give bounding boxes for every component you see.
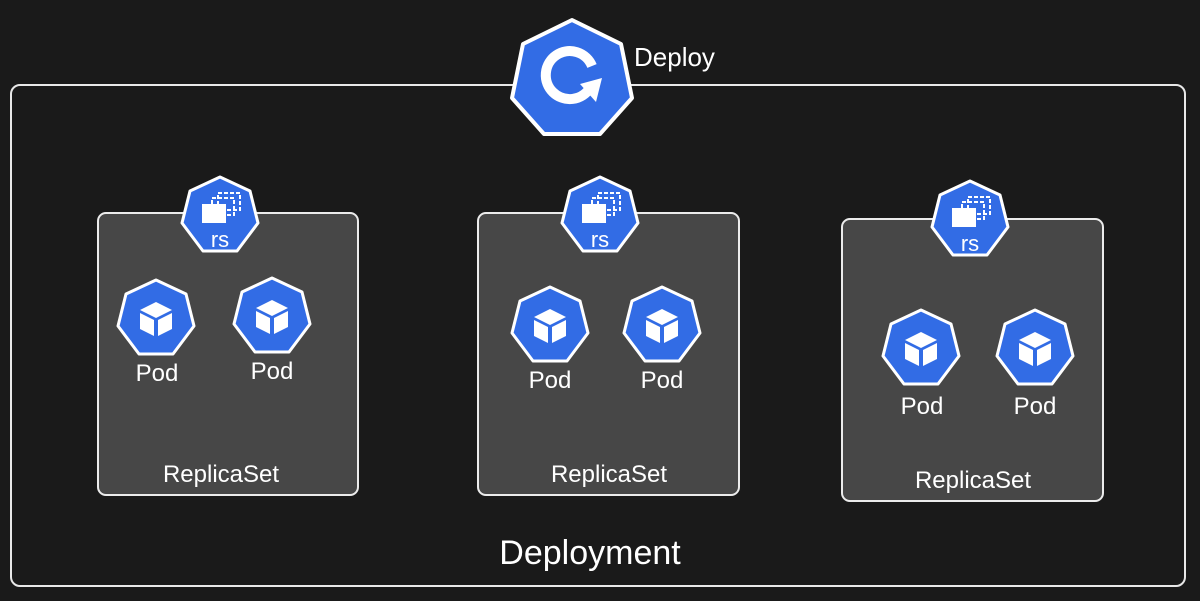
pod-icon	[995, 308, 1075, 386]
deployment-title: Deployment	[499, 534, 681, 572]
pod-icon	[622, 285, 702, 363]
replicaset-icon-text: rs	[961, 231, 979, 256]
pod-label: Pod	[250, 358, 294, 385]
pod-label: Pod	[640, 367, 684, 394]
pod-icon	[116, 278, 196, 356]
replicaset-icon-text: rs	[591, 227, 609, 252]
pod-label: Pod	[528, 367, 572, 394]
pod-label: Pod	[1013, 393, 1057, 420]
replicaset-label: ReplicaSet	[914, 467, 1032, 494]
replicaset-icon: rs	[930, 179, 1010, 257]
deploy-icon	[510, 18, 634, 136]
pod-icon	[881, 308, 961, 386]
pod-label: Pod	[900, 393, 944, 420]
replicaset-icon-text: rs	[211, 227, 229, 252]
pod-icon	[510, 285, 590, 363]
replicaset-label: ReplicaSet	[162, 461, 280, 488]
deploy-label: Deploy	[634, 42, 715, 72]
replicaset-label: ReplicaSet	[550, 461, 668, 488]
replicaset-icon: rs	[180, 175, 260, 253]
replicaset-box	[477, 212, 740, 496]
pod-icon	[232, 276, 312, 354]
replicaset-icon: rs	[560, 175, 640, 253]
pod-label: Pod	[135, 360, 179, 387]
